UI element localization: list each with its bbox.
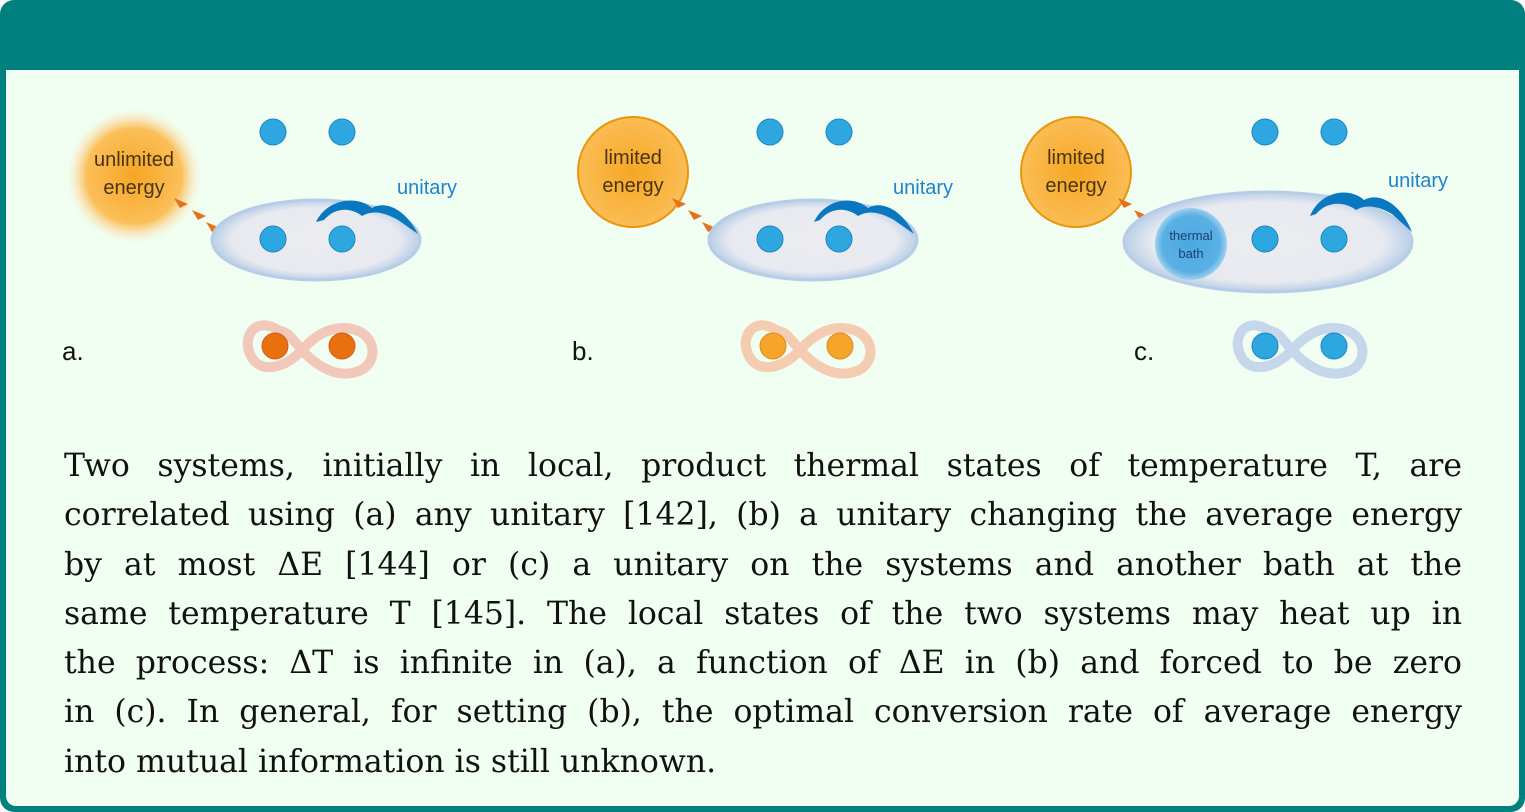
panel-label-c: c. [1134, 336, 1154, 366]
qubit-icon [825, 118, 853, 146]
caption-line: Two systems, initially in local, product… [64, 448, 1462, 484]
panel-b: limited energy unitary b. [572, 116, 953, 379]
energy-source-icon [66, 108, 202, 244]
qubit-icon [1251, 118, 1279, 146]
box-body: unlimited energy unitary a. [6, 70, 1519, 806]
correlated-state-icon [242, 320, 378, 379]
qubit-icon [259, 225, 287, 253]
qubit-icon [756, 225, 784, 253]
panel-label-b: b. [572, 336, 594, 366]
unitary-label: unitary [1388, 170, 1448, 192]
energy-label-line1: limited [1047, 147, 1105, 169]
unitary-arrow-icon [1310, 192, 1412, 232]
energy-label-line1: unlimited [94, 149, 174, 171]
bath-label-line2: bath [1178, 246, 1203, 261]
panel-a: unlimited energy unitary a. [62, 108, 457, 379]
energy-label-line2: energy [602, 175, 663, 197]
caption-line: the process: ΔT is infinite in (a), a fu… [64, 645, 1462, 682]
unitary-arrow-icon [316, 200, 418, 234]
correlated-state-icon [740, 320, 876, 379]
qubit-icon [1320, 118, 1348, 146]
thermal-bath-icon [1155, 208, 1227, 280]
caption-line: by at most ΔE [144] or (c) a unitary on … [64, 546, 1462, 583]
energy-label-line2: energy [1045, 175, 1106, 197]
qubit-icon [756, 118, 784, 146]
energy-label-line1: limited [604, 147, 662, 169]
box-header [0, 0, 1525, 70]
unitary-arrow-icon [814, 200, 914, 234]
energy-arrows-icon [672, 198, 716, 232]
figure-diagram: unlimited energy unitary a. [62, 108, 1448, 379]
qubit-icon [825, 225, 853, 253]
bath-label-line1: thermal [1169, 228, 1212, 243]
panel-label-a: a. [62, 336, 84, 366]
energy-arrows-icon [174, 198, 220, 232]
panel-c: limited energy thermal bath unitary c. [1020, 116, 1448, 379]
energy-source-icon [577, 116, 689, 228]
system-ellipse [210, 198, 422, 282]
energy-label-line2: energy [103, 177, 164, 199]
qubit-icon [259, 118, 287, 146]
caption-line: into mutual information is still unknown… [64, 743, 717, 780]
figure-caption: Two systems, initially in local, product… [64, 442, 1462, 787]
unitary-label: unitary [893, 177, 953, 199]
caption-line: in (c). In general, for setting (b), the… [64, 694, 1462, 731]
unitary-label: unitary [397, 177, 457, 199]
qubit-icon [1251, 225, 1279, 253]
energy-source-icon [1020, 116, 1132, 228]
qubit-icon [328, 118, 356, 146]
correlated-state-icon [1232, 320, 1368, 379]
qubit-icon [328, 225, 356, 253]
caption-line: same temperature T [145]. The local stat… [64, 595, 1462, 632]
system-ellipse [707, 198, 919, 282]
qubit-icon [1320, 225, 1348, 253]
caption-line: correlated using (a) any unitary [142], … [64, 497, 1462, 534]
